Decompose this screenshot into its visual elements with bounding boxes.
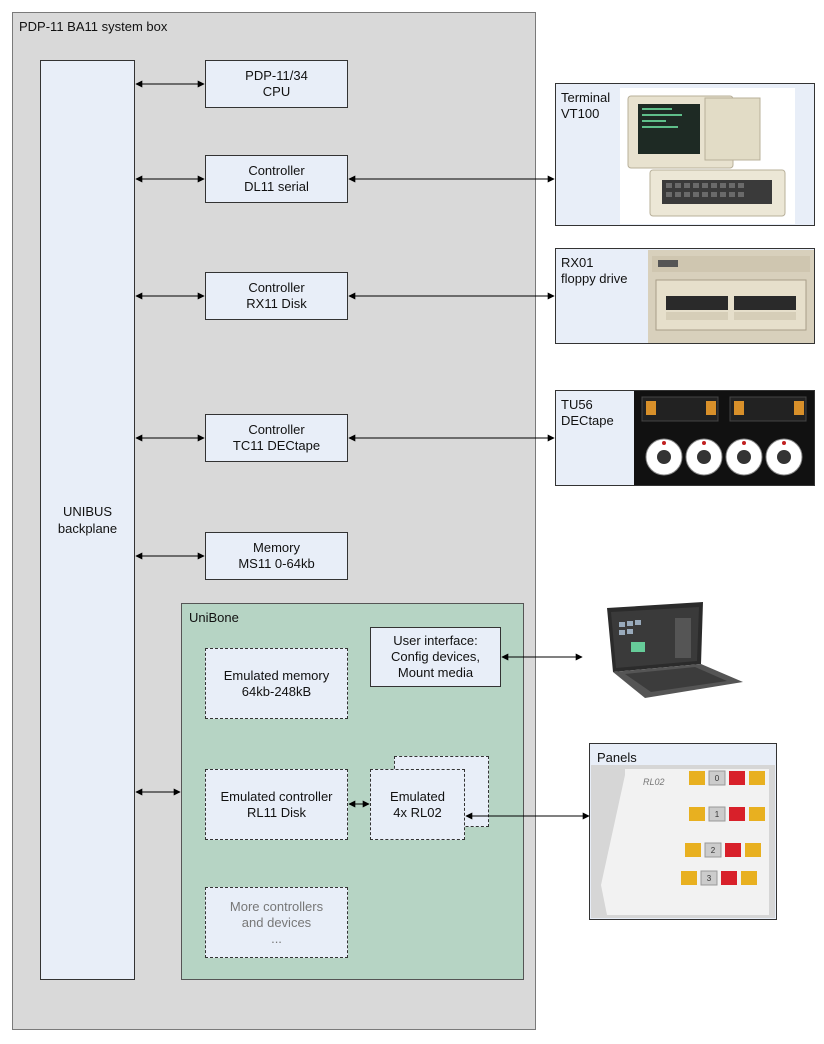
ui-line3: Mount media [397,665,474,680]
tu56-line1: TU56 [561,397,593,412]
laptop-image [595,602,745,700]
terminal-label: Terminal VT100 [561,90,610,122]
panels-image: RL02 0 1 2 3 [591,765,775,918]
emulated-memory-line1: Emulated memory [223,667,330,683]
cpu-box: PDP-11/34 CPU [205,60,348,108]
more-line1: More controllers [229,898,324,914]
user-interface-box: User interface: Config devices, Mount me… [370,627,501,687]
rx01-line1: RX01 [561,255,594,270]
unibus-backplane: UNIBUS backplane [40,60,135,980]
rx11-line2: RX11 Disk [246,296,307,311]
emulated-memory-box: Emulated memory 64kb-248kB [205,648,348,719]
vt100-terminal-image [620,88,795,224]
panel-unit-number: 3 [707,874,712,883]
tu56-label: TU56 DECtape [561,397,614,429]
ui-line1: User interface: [393,633,478,648]
more-line3: ... [271,930,282,946]
rx11-line1: Controller [248,280,305,295]
terminal-line1: Terminal [561,90,611,105]
cpu-line2: CPU [262,84,291,99]
rx01-floppy-drive-image [648,250,814,343]
cpu-line1: PDP-11/34 [245,68,308,83]
emulated-drives-line1: Emulated [390,788,445,804]
emulated-controller-box: Emulated controller RL11 Disk [205,769,348,840]
terminal-line2: VT100 [561,106,600,121]
unibone-title: UniBone [189,610,239,625]
memory-line1: Memory [253,540,300,555]
panel-button-rows [681,770,765,886]
panel-unit-number: 2 [711,846,716,855]
memory-box: Memory MS11 0-64kb [205,532,348,580]
more-line2: and devices [241,914,312,930]
emulated-controller-line2: RL11 Disk [246,804,306,820]
emulated-drives-line2: 4x RL02 [393,804,442,820]
emulated-drives-box: Emulated 4x RL02 [370,769,465,840]
rx11-controller-box: Controller RX11 Disk [205,272,348,320]
emulated-memory-line2: 64kb-248kB [241,683,312,699]
tc11-controller-box: Controller TC11 DECtape [205,414,348,462]
emulated-controller-line1: Emulated controller [220,788,333,804]
tc11-line1: Controller [248,422,305,437]
system-box-title: PDP-11 BA11 system box [19,19,168,34]
memory-line2: MS11 0-64kb [238,556,315,571]
panel-model-label: RL02 [643,777,665,787]
rx01-label: RX01 floppy drive [561,255,627,287]
ui-line2: Config devices, [391,649,480,664]
dl11-line1: Controller [248,163,305,178]
tu56-line2: DECtape [561,413,614,428]
dl11-line2: DL11 serial [244,179,309,194]
panel-unit-number: 1 [715,810,720,819]
dl11-controller-box: Controller DL11 serial [205,155,348,203]
tu56-dectape-image [634,391,814,485]
more-controllers-box: More controllers and devices ... [205,887,348,958]
unibus-line1: UNIBUS [62,504,113,519]
panel-unit-number: 0 [715,774,720,783]
rx01-line2: floppy drive [561,271,628,286]
panels-title: Panels [597,750,637,765]
tc11-line2: TC11 DECtape [232,438,321,453]
unibus-line2: backplane [57,521,118,536]
